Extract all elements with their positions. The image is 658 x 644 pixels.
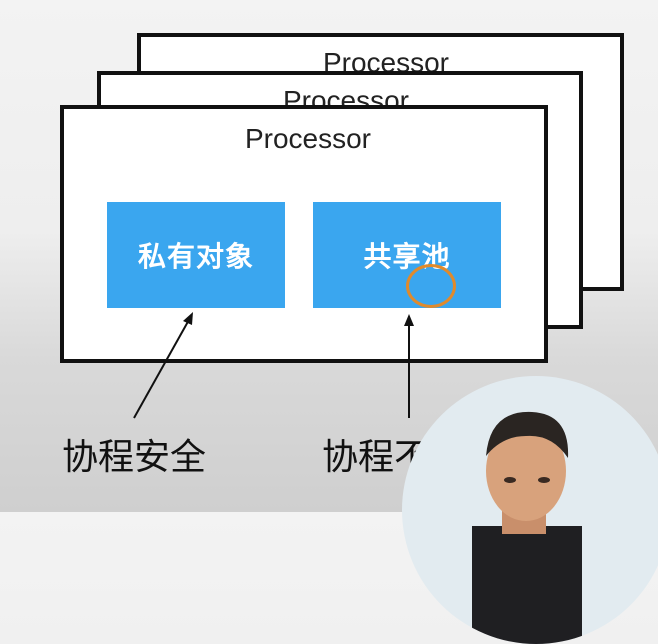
presenter-hair — [486, 411, 569, 458]
caption-coroutine-safe: 协程安全 — [62, 437, 207, 478]
shared-pool-block: 共享池 — [313, 202, 501, 308]
arrow-left-head — [183, 312, 193, 325]
presenter-body — [472, 526, 582, 644]
presenter-eye-left — [504, 477, 516, 483]
cursor-highlight-ring — [406, 264, 456, 308]
arrow-left-line — [133, 317, 191, 419]
private-object-block: 私有对象 — [107, 202, 285, 308]
presenter-avatar — [472, 411, 582, 644]
presenter-face — [486, 421, 566, 521]
presenter-webcam-circle — [402, 376, 658, 644]
arrows-layer — [133, 312, 414, 419]
presenter-eye-right — [538, 477, 550, 483]
processor-title-front: Processor — [244, 123, 372, 154]
arrow-right-head — [404, 314, 414, 326]
